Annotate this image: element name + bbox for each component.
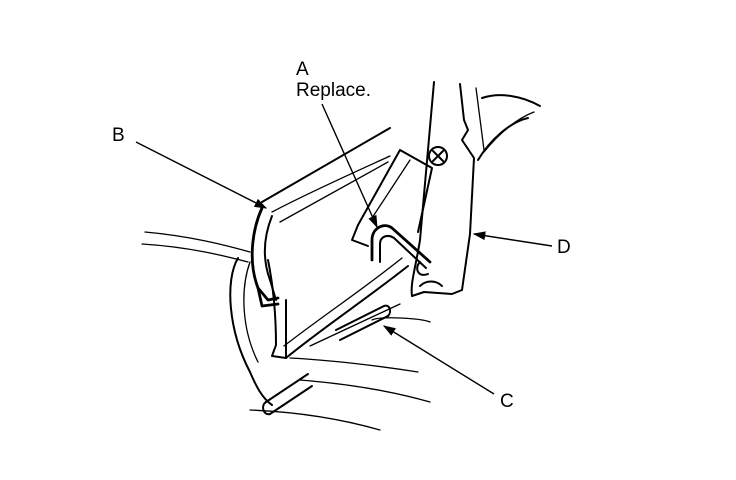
callout-b-letter: B: [112, 125, 125, 146]
leader-a: [321, 103, 378, 229]
trim-edge: [261, 127, 391, 223]
retaining-clip-a: [370, 224, 432, 276]
callout-d-letter: D: [557, 237, 571, 258]
callout-a-note: Replace.: [296, 80, 371, 101]
callout-c-letter: C: [500, 391, 514, 412]
hinge-arm-d: [410, 81, 541, 297]
callout-a-letter: A: [296, 59, 309, 80]
body-panel: [141, 231, 431, 431]
leader-lines: [135, 103, 553, 395]
spring-clip-b: [250, 206, 409, 359]
bracket: [351, 149, 433, 247]
pin-c: [262, 303, 431, 416]
leader-c: [382, 325, 495, 395]
leader-d: [472, 231, 553, 247]
leader-b: [135, 141, 268, 209]
